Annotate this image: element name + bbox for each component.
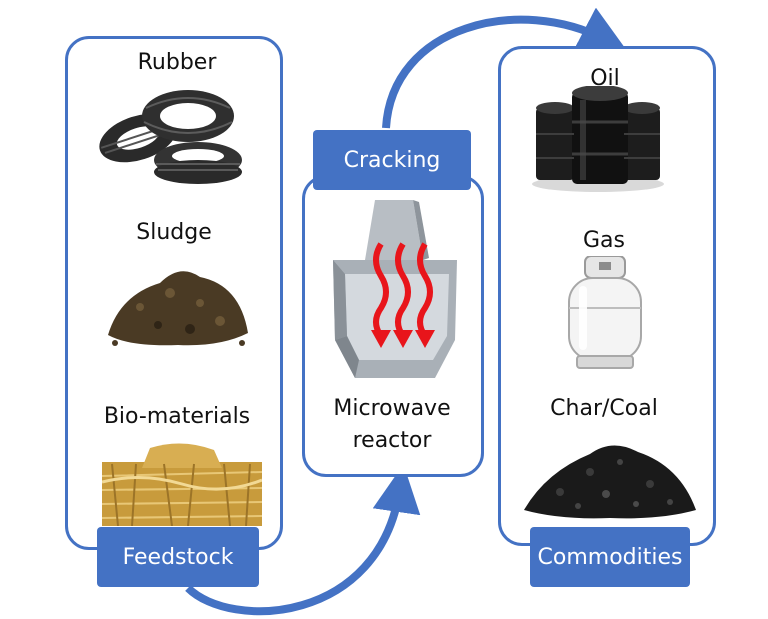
oil-barrels-icon xyxy=(532,86,664,192)
commodity-item-label-char-coal: Char/Coal xyxy=(550,396,658,421)
reactor-label-line1: Microwave xyxy=(333,396,451,421)
char-pile-icon xyxy=(524,445,696,519)
reactor-label-line2: reactor xyxy=(352,428,432,453)
cracking-tag: Cracking xyxy=(313,130,471,190)
straw-bale-icon xyxy=(102,443,262,526)
feedstock-item-label-bio-materials: Bio-materials xyxy=(103,404,251,429)
commodity-item-label-gas: Gas xyxy=(583,228,625,253)
feedstock-item-label-rubber: Rubber xyxy=(137,50,217,75)
flow-arrow-feedstock-to-reactor xyxy=(185,464,421,616)
feedstock-item-label-sludge: Sludge xyxy=(136,220,212,245)
sludge-pile-icon xyxy=(108,271,248,346)
tires-icon xyxy=(99,90,242,184)
commodities-tag: Commodities xyxy=(530,527,690,587)
flow-arrow-reactor-to-commodities xyxy=(382,7,628,129)
microwave-reactor-icon xyxy=(333,200,457,378)
gas-cylinder-icon xyxy=(568,256,642,369)
feedstock-tag: Feedstock xyxy=(97,527,259,587)
